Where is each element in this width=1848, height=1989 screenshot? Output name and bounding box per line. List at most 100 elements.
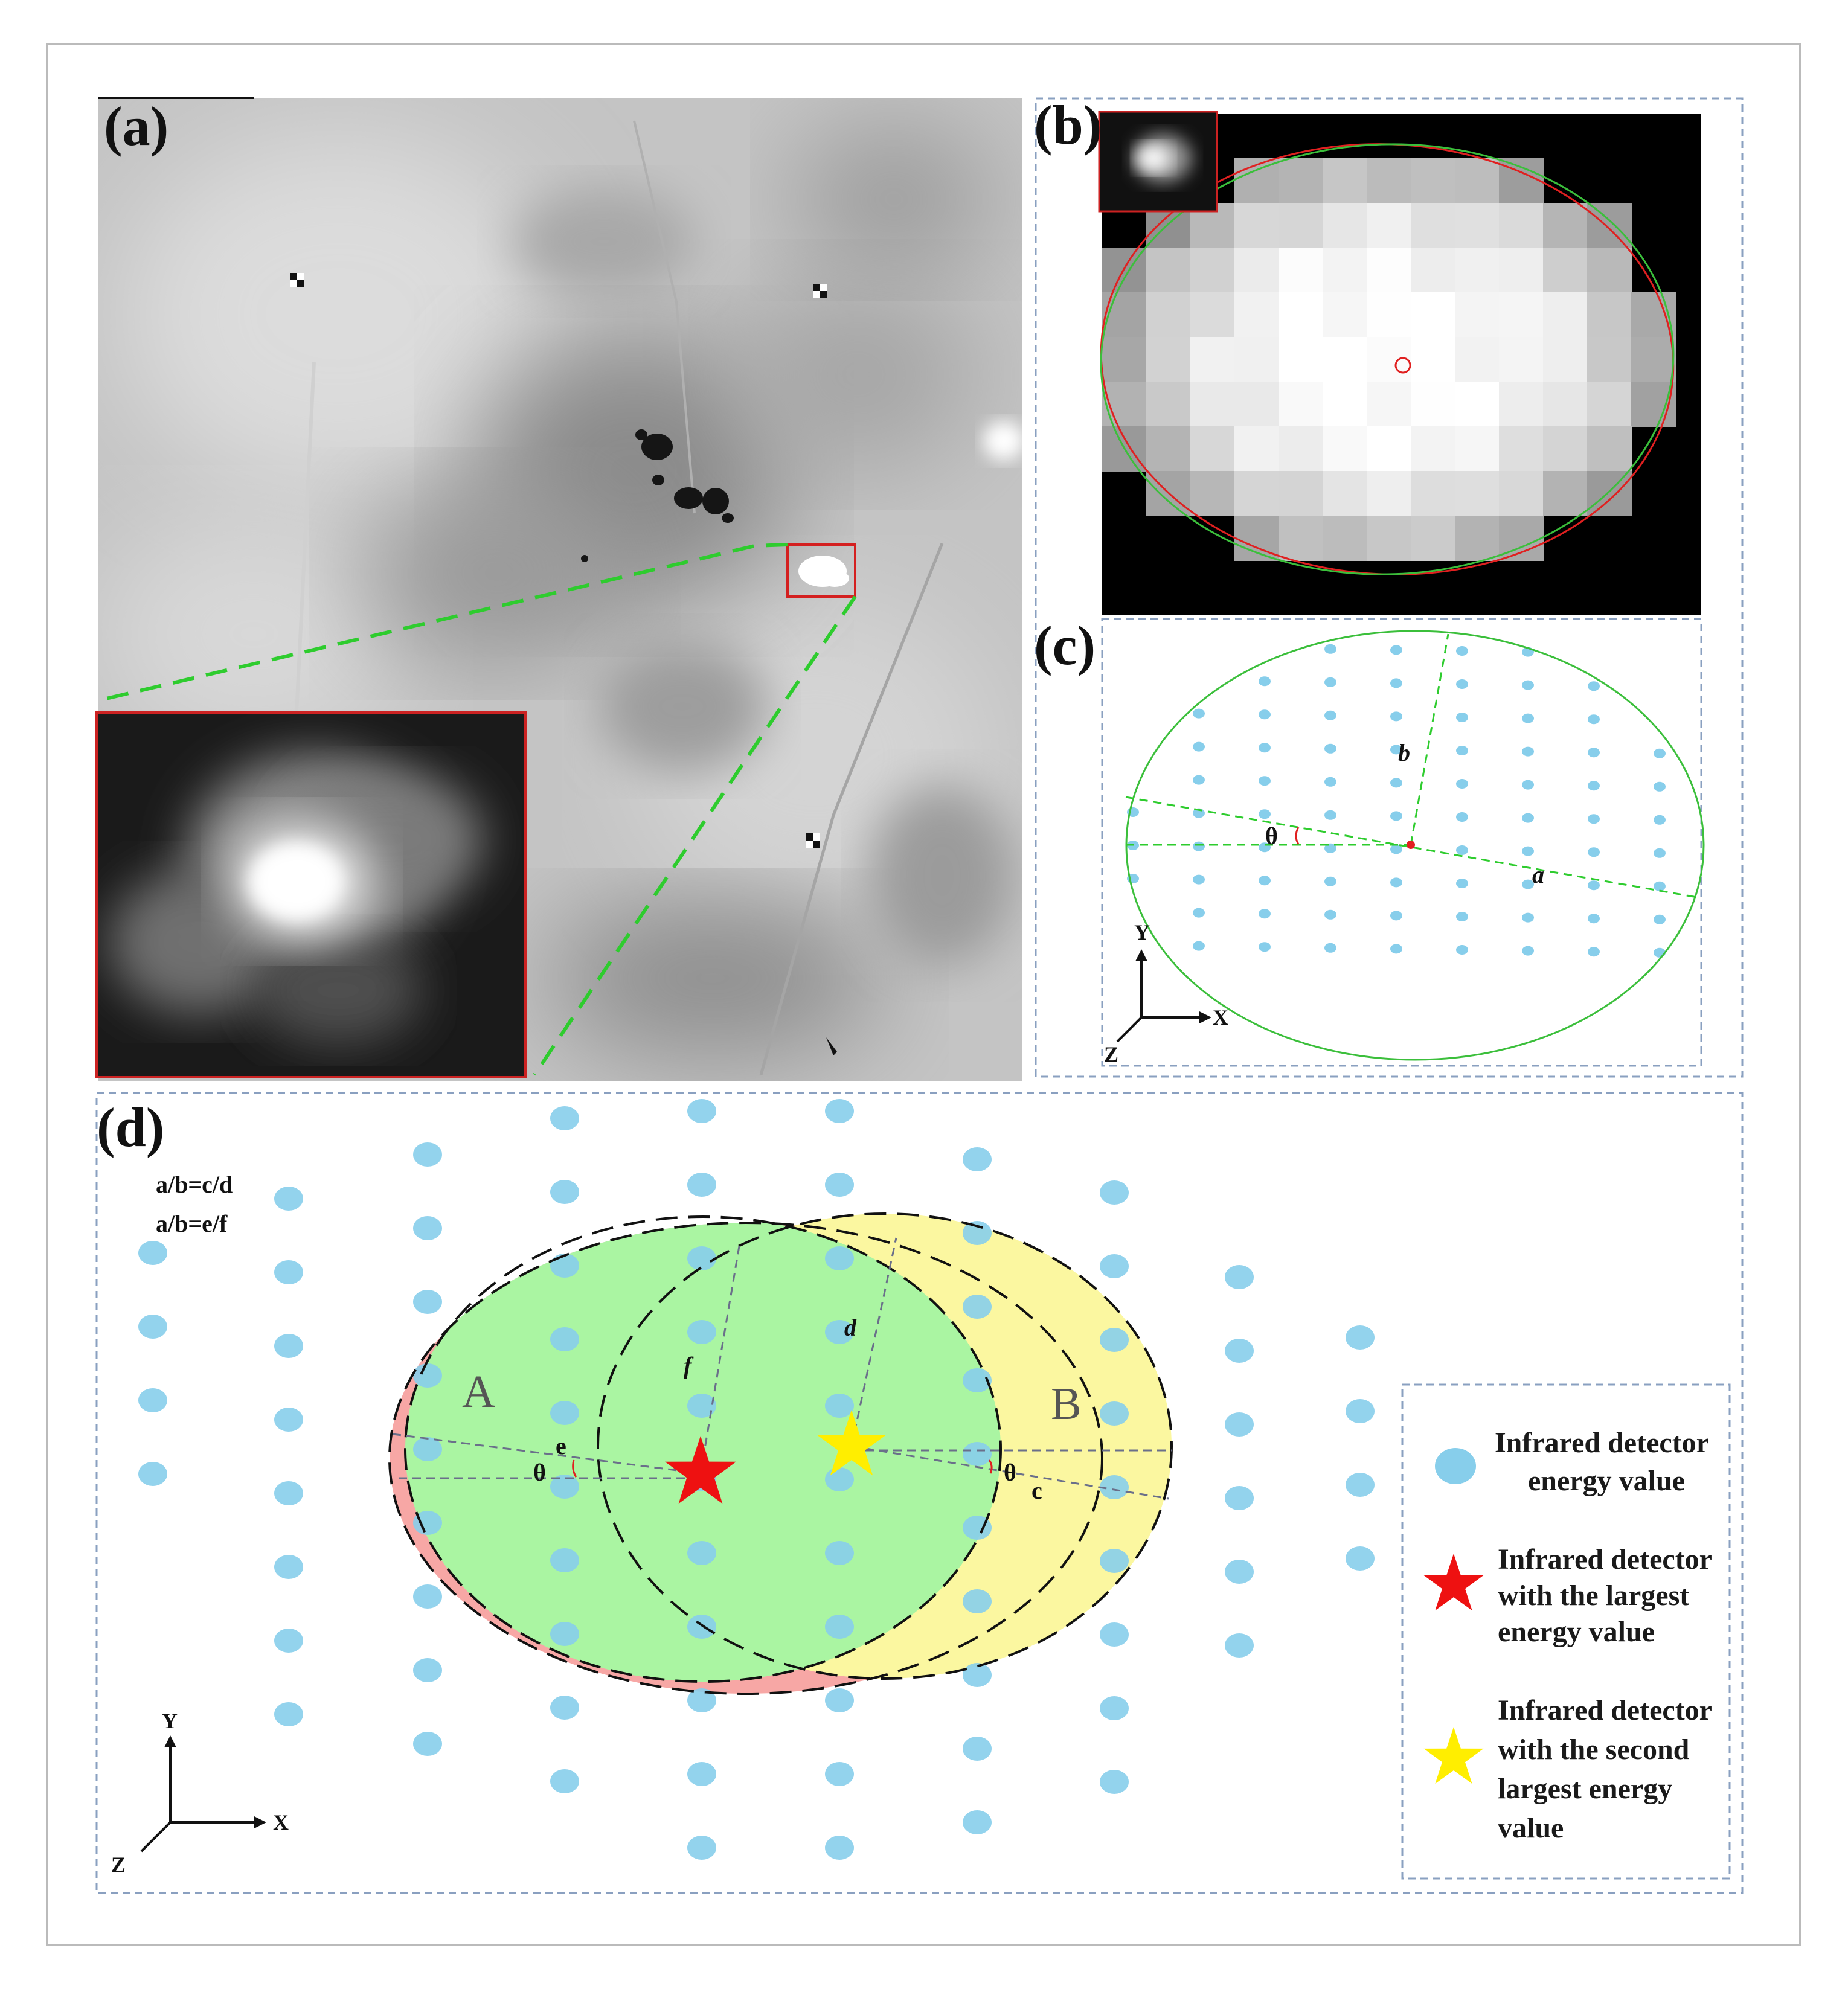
- z-axis-label: Z: [1104, 1042, 1118, 1066]
- major-axis-left: [392, 1433, 701, 1475]
- y-axis-label: Y: [1134, 920, 1150, 944]
- detector-dot: [963, 1663, 992, 1687]
- pixel-cell: [1499, 337, 1544, 382]
- legend-line: Infrared detector: [1495, 1427, 1709, 1459]
- detector-dot: [1324, 743, 1336, 754]
- pixel-cell: [1543, 248, 1588, 293]
- legend-line: energy value: [1498, 1616, 1655, 1648]
- pixel-cell: [1279, 426, 1323, 472]
- detector-dot: [1654, 848, 1666, 858]
- detector-dot: [274, 1187, 303, 1211]
- pixel-cell: [1323, 516, 1367, 561]
- pixel-cell: [1543, 292, 1588, 338]
- detector-dot: [1522, 713, 1534, 723]
- z-axis-label: Z: [111, 1853, 126, 1877]
- callout-line-left: [98, 543, 788, 702]
- pixel-cell: [1499, 248, 1544, 293]
- detector-dot: [413, 1216, 442, 1240]
- pixel-grid: [1102, 158, 1676, 561]
- detector-dot: [1346, 1399, 1375, 1423]
- detector-dot: [1324, 810, 1336, 820]
- pixel-cell: [1411, 203, 1455, 248]
- zoom-inset: [95, 711, 527, 1078]
- detector-dot: [1100, 1622, 1129, 1647]
- detector-dot: [1390, 711, 1402, 722]
- pixel-cell: [1323, 292, 1367, 338]
- detector-dot: [963, 1221, 992, 1245]
- pixel-cell: [1367, 337, 1411, 382]
- detector-dot: [274, 1555, 303, 1579]
- detector-dot: [963, 1810, 992, 1834]
- detector-dot: [1225, 1633, 1254, 1658]
- panel-c-ellipse-geometry: θ a b Y X Z (c): [1034, 615, 1705, 1067]
- legend-line: Infrared detector: [1498, 1694, 1712, 1726]
- legend-line: with the largest: [1498, 1580, 1689, 1612]
- pixel-cell: [1631, 337, 1676, 382]
- f-symbol: f: [684, 1352, 694, 1379]
- legend-item-largest: Infrared detector with the largest energ…: [1498, 1543, 1719, 1648]
- centroid-marker: [1394, 357, 1411, 374]
- pixel-cell: [1455, 203, 1500, 248]
- pixel-cell: [1234, 203, 1279, 248]
- detector-dot: [1193, 841, 1205, 851]
- detector-dot: [1225, 1412, 1254, 1436]
- detector-dot: [1654, 881, 1666, 891]
- detector-dot: [1588, 681, 1600, 691]
- pixel-cell: [1499, 426, 1544, 472]
- detector-dot: [963, 1589, 992, 1613]
- pixel-cell: [1323, 203, 1367, 248]
- panel-bc-border: [1035, 97, 1744, 1078]
- detector-dot: [1456, 912, 1468, 921]
- detector-dot: [1522, 813, 1534, 823]
- region-a-label: A: [462, 1366, 495, 1417]
- detector-dot: [1654, 748, 1666, 758]
- pixel-cell: [1190, 382, 1235, 427]
- yellow-star-icon: [817, 1410, 887, 1476]
- pixel-cell: [1234, 471, 1279, 516]
- legend-line: energy value: [1528, 1465, 1685, 1497]
- detector-dot: [825, 1173, 854, 1197]
- pixel-cell: [1234, 248, 1279, 293]
- detector-dot: [550, 1327, 579, 1351]
- detector-dot: [1588, 814, 1600, 824]
- detector-dot: [687, 1688, 716, 1712]
- detector-dot: [963, 1147, 992, 1171]
- y-axis-arrow-icon: [164, 1735, 176, 1747]
- detector-dot: [1193, 874, 1205, 885]
- pixel-cell: [1367, 292, 1411, 338]
- detector-dot: [274, 1702, 303, 1726]
- detector-dot: [1324, 644, 1336, 654]
- pixel-cell: [1279, 292, 1323, 338]
- pixel-cell: [1323, 248, 1367, 293]
- pixel-cell: [1367, 471, 1411, 516]
- detector-dot: [1522, 946, 1534, 956]
- detector-dot: [413, 1142, 442, 1167]
- red-star-icon: [665, 1436, 736, 1504]
- pixel-cell: [1587, 337, 1632, 382]
- detector-dot: [1456, 779, 1468, 789]
- panel-d-detector-overlap: A B θ θ e c f d a/b=c/d a/b=e/f Y X Z In…: [95, 1092, 1744, 1894]
- detector-dot: [1324, 909, 1336, 920]
- legend-line: largest energy: [1498, 1773, 1672, 1805]
- ellipse-center: [1407, 841, 1415, 849]
- detector-dot: [1456, 812, 1468, 822]
- pixel-cell: [1146, 426, 1191, 472]
- detector-dot: [550, 1696, 579, 1720]
- pixel-cell: [1587, 248, 1632, 293]
- pixel-cell: [1543, 471, 1588, 516]
- major-axis-right: [851, 1445, 1169, 1500]
- detector-dot-grid: [138, 1099, 1375, 1860]
- pixel-cell: [1279, 382, 1323, 427]
- detector-dot: [550, 1622, 579, 1646]
- pixel-cell: [1234, 426, 1279, 472]
- legend-line: Infrared detector: [1498, 1543, 1712, 1575]
- detector-dot: [1522, 780, 1534, 790]
- detector-dot: [1654, 781, 1666, 792]
- detector-dot: [825, 1467, 854, 1491]
- pixel-cell: [1146, 337, 1191, 382]
- c-symbol: c: [1031, 1477, 1042, 1504]
- detector-dot: [274, 1334, 303, 1358]
- pixel-cell: [1279, 248, 1323, 293]
- x-axis-label: X: [1213, 1005, 1228, 1030]
- x-axis-label: X: [273, 1810, 289, 1834]
